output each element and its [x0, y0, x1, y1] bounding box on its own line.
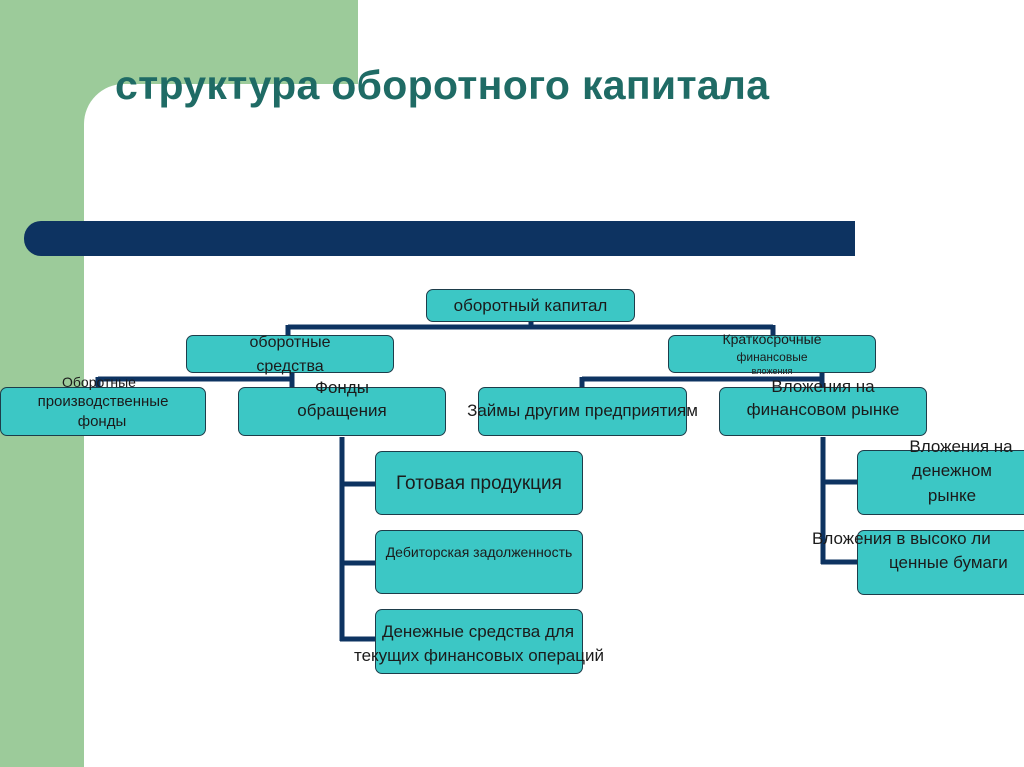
label-production-funds-2: производственные: [37, 393, 169, 410]
label-production-funds-1: Оборотные: [62, 374, 136, 390]
label-short-term-3: вложения: [751, 367, 793, 374]
node-current-assets: [186, 335, 394, 373]
node-receivables: [375, 530, 583, 594]
label-short-term-1: Краткосрочные: [722, 331, 822, 347]
label-circulation-funds-1: Фонды: [315, 378, 369, 397]
label-money-market-2: денежном: [912, 461, 992, 480]
node-securities: [857, 530, 1024, 595]
node-loans: [478, 387, 687, 436]
label-securities-2: ценные бумаги: [889, 554, 1008, 572]
label-current-assets-1: оборотные: [249, 334, 331, 351]
node-circulation-funds: [238, 387, 446, 436]
label-working-capital: оборотный капитал: [453, 296, 608, 315]
node-production-funds: [0, 387, 206, 436]
node-financial-market: [719, 387, 927, 436]
label-financial-market-2: финансовом рынке: [746, 400, 900, 419]
label-cash-2: текущих финансовых операций: [354, 646, 604, 665]
decorative-navy-band: [24, 221, 855, 256]
label-receivables: Дебиторская задолженность: [385, 544, 573, 560]
label-money-market-3: рынке: [927, 486, 977, 505]
slide-title: структура оборотного капитала: [115, 62, 770, 108]
node-money-market: [857, 450, 1024, 515]
label-current-assets-2: средства: [256, 358, 324, 375]
label-securities-1: Вложения в высоко ли: [812, 530, 991, 548]
label-production-funds-3: фонды: [77, 413, 127, 430]
node-cash: [375, 609, 583, 674]
label-short-term-2: финансовые: [736, 350, 808, 364]
label-finished-goods: Готовая продукция: [396, 473, 562, 494]
node-short-term-investments: [668, 335, 876, 373]
label-financial-market-1: Вложения на: [771, 377, 875, 396]
label-circulation-funds-2: обращения: [297, 401, 387, 420]
node-finished-goods: [375, 451, 583, 515]
label-loans: Займы другим предприятиям: [467, 401, 698, 420]
label-money-market-1: Вложения на: [909, 437, 1013, 456]
label-cash-1: Денежные средства для: [381, 622, 575, 641]
node-working-capital: [426, 289, 635, 322]
